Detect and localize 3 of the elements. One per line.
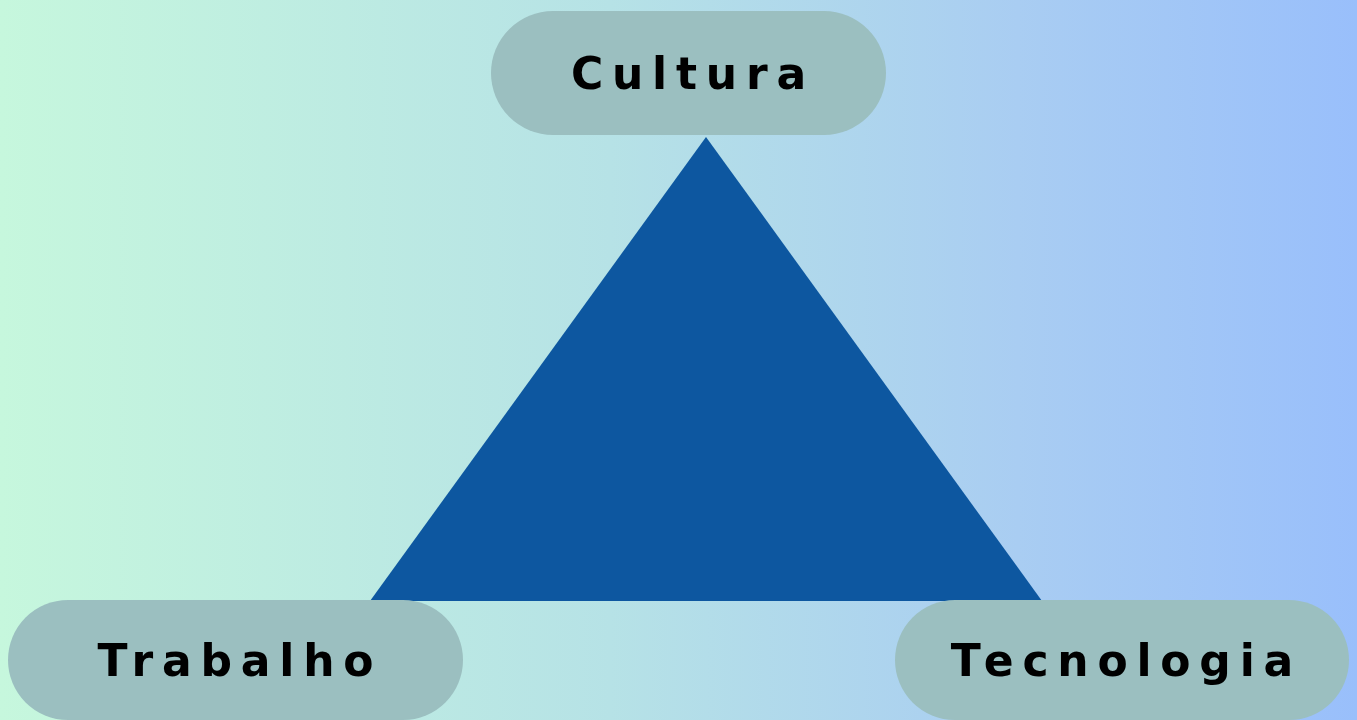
node-label: Trabalho — [97, 634, 383, 686]
node-label: Cultura — [570, 47, 815, 99]
node-label: Tecnologia — [950, 634, 1302, 686]
